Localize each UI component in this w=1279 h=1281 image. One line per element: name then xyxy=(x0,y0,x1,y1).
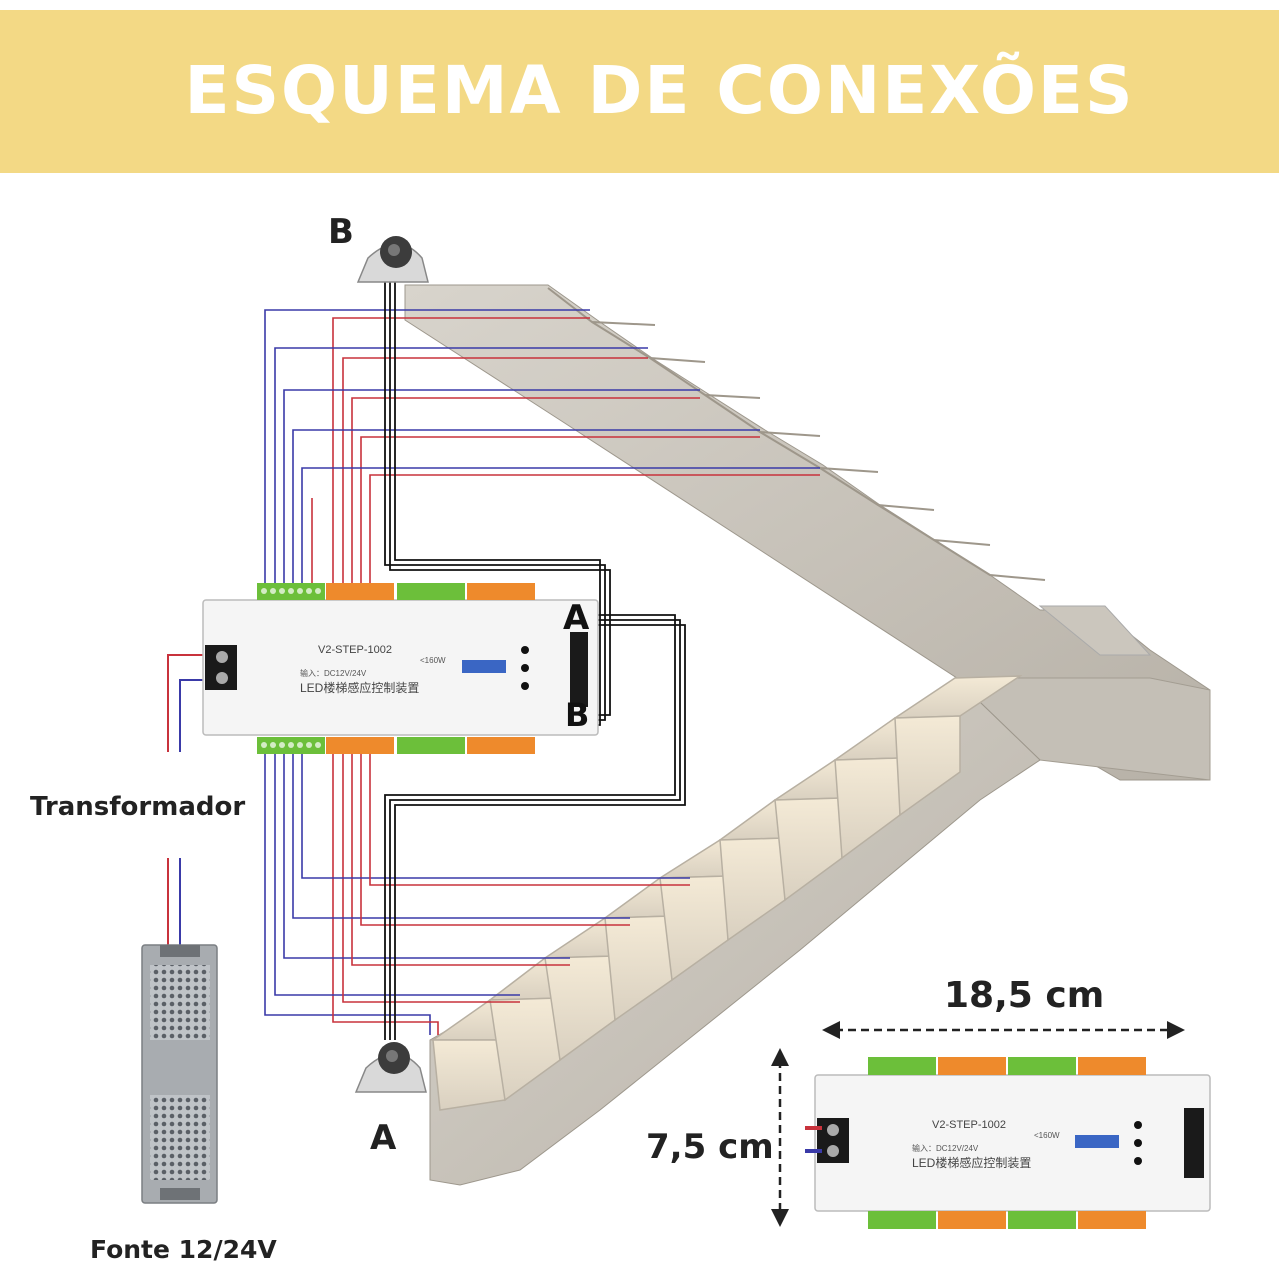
page-title: ESQUEMA DE CONEXÕES xyxy=(184,52,1135,129)
motion-sensor-icon xyxy=(354,1042,427,1093)
power-supply-label: Fonte 12/24V xyxy=(90,1235,277,1264)
controller-port-a-label: A xyxy=(563,598,590,638)
transformer-label: Transformador xyxy=(30,792,246,822)
sensor-a-label: A xyxy=(370,1118,397,1158)
sensor-wires xyxy=(384,275,686,1040)
led-controller-icon xyxy=(202,583,599,754)
staircase xyxy=(404,284,1211,1186)
controller-spec-text: 输入：DC12V/24V xyxy=(912,1144,979,1153)
upper-wires xyxy=(264,309,820,585)
controller-spec-text: 输入：DC12V/24V xyxy=(300,669,367,678)
title-banner: ESQUEMA DE CONEXÕES xyxy=(0,10,1279,173)
sensor-b-label: B xyxy=(328,212,354,252)
controller-title-text: LED楼梯感应控制装置 xyxy=(300,681,420,695)
double-arrow-icon xyxy=(822,1021,1185,1039)
power-wires xyxy=(167,654,205,945)
controller-title-text: LED楼梯感应控制装置 xyxy=(912,1156,1032,1170)
landing xyxy=(1038,605,1152,656)
controller-power-text: <160W xyxy=(1034,1131,1060,1140)
power-supply-icon xyxy=(141,944,218,1204)
motion-sensor-icon xyxy=(356,236,429,283)
controller-power-text: <160W xyxy=(420,656,446,665)
controller-port-b-label: B xyxy=(565,696,590,734)
width-dimension-label: 18,5 cm xyxy=(944,975,1105,1016)
double-arrow-icon xyxy=(771,1048,789,1227)
height-dimension-label: 7,5 cm xyxy=(646,1127,774,1167)
controller-model-text: V2-STEP-1002 xyxy=(932,1119,1006,1131)
controller-model-text: V2-STEP-1002 xyxy=(318,644,392,656)
lower-wires xyxy=(264,752,690,1035)
led-controller-icon xyxy=(805,1057,1211,1229)
